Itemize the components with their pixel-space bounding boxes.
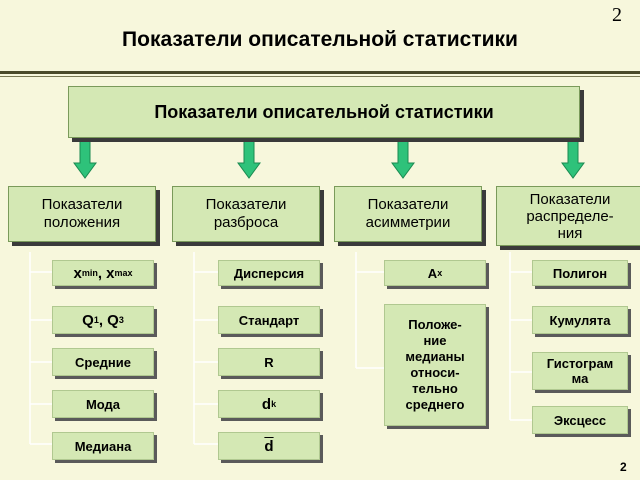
category-position-line-2: положения xyxy=(43,214,121,231)
item-median-vs-mean: Положе- ние медианы относи- тельно средн… xyxy=(384,304,486,426)
tree-lines xyxy=(29,252,532,445)
title-divider-thin xyxy=(0,76,640,77)
page-number-top: 2 xyxy=(612,4,622,26)
item-polygon: Полигон xyxy=(532,260,628,286)
item-variance: Дисперсия xyxy=(218,260,320,286)
item-xmax-label: , x xyxy=(97,264,115,282)
item-means: Средние xyxy=(52,348,154,376)
item-xmax-sub: max xyxy=(114,267,133,278)
item-standard: Стандарт xyxy=(218,306,320,334)
item-median-vs-mean-line-6: среднего xyxy=(405,397,465,412)
item-d-mean-label: d xyxy=(264,437,274,455)
item-q3-sub: 3 xyxy=(118,314,124,325)
item-xmin-label: x xyxy=(73,264,82,282)
item-histogram-line-2: ма xyxy=(571,371,589,386)
arrow-to-spread xyxy=(237,139,261,179)
item-dk-sub: k xyxy=(271,398,277,409)
item-d-mean: d xyxy=(218,432,320,460)
arrow-to-distribution xyxy=(561,139,585,179)
item-histogram-line-1: Гистограм xyxy=(546,356,614,371)
category-asymmetry: Показатели асимметрии xyxy=(334,186,482,242)
item-excess: Эксцесс xyxy=(532,406,628,434)
item-median-vs-mean-line-3: медианы xyxy=(405,349,465,364)
category-spread: Показатели разброса xyxy=(172,186,320,242)
item-range: R xyxy=(218,348,320,376)
arrow-to-asymmetry xyxy=(391,139,415,179)
page-title: Показатели описательной статистики xyxy=(122,28,518,51)
item-ax-sub: x xyxy=(437,267,443,278)
category-spread-line-1: Показатели xyxy=(205,196,287,213)
item-ax-label: A xyxy=(427,265,438,281)
item-histogram: Гистограм ма xyxy=(532,352,628,390)
item-mode: Мода xyxy=(52,390,154,418)
category-distribution-line-3: ния xyxy=(557,224,583,242)
item-q3-label: , Q xyxy=(98,311,119,329)
category-asymmetry-line-2: асимметрии xyxy=(365,214,451,231)
main-box: Показатели описательной статистики xyxy=(68,86,580,138)
category-distribution-line-2: распределе- xyxy=(526,207,614,225)
item-median-vs-mean-line-5: тельно xyxy=(412,381,458,396)
category-spread-line-2: разброса xyxy=(213,214,279,231)
category-asymmetry-line-1: Показатели xyxy=(367,196,449,213)
item-median-vs-mean-line-4: относи- xyxy=(410,365,460,380)
page-number-bottom: 2 xyxy=(620,460,627,474)
item-cumulate: Кумулята xyxy=(532,306,628,334)
item-median: Медиана xyxy=(52,432,154,460)
category-distribution: Показатели распределе- ния xyxy=(496,186,640,246)
item-q1-label: Q xyxy=(82,311,94,329)
down-arrows xyxy=(73,139,585,179)
category-position: Показатели положения xyxy=(8,186,156,242)
title-divider xyxy=(0,71,640,74)
category-distribution-line-1: Показатели xyxy=(529,190,611,208)
item-median-vs-mean-line-1: Положе- xyxy=(408,317,462,332)
item-xmin-sub: min xyxy=(81,267,98,278)
category-position-line-1: Показатели xyxy=(41,196,123,213)
arrow-to-position xyxy=(73,139,97,179)
item-dk-label: d xyxy=(261,395,272,413)
item-median-vs-mean-line-2: ние xyxy=(423,333,447,348)
item-q1-sub: 1 xyxy=(93,314,99,325)
